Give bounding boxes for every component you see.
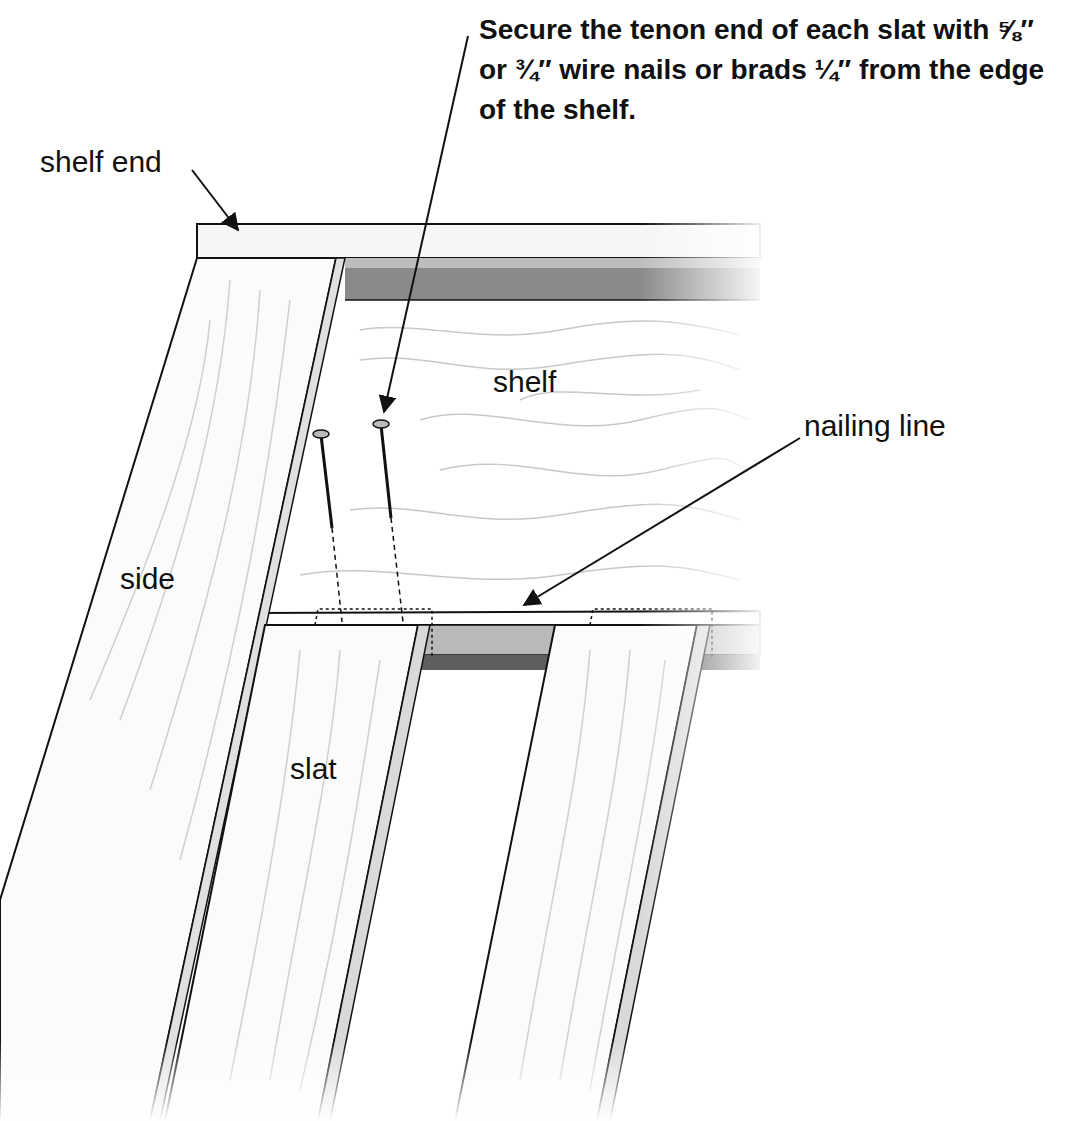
part-name: shelf xyxy=(493,364,613,400)
instruction-note: Secure the tenon end of each slat with ⅝… xyxy=(479,10,1064,130)
nail xyxy=(313,420,403,622)
part-name: shelf end xyxy=(40,144,200,180)
part-name: nailing line xyxy=(804,408,1024,444)
part-name: side xyxy=(120,561,220,597)
part-name: slat xyxy=(290,751,390,787)
